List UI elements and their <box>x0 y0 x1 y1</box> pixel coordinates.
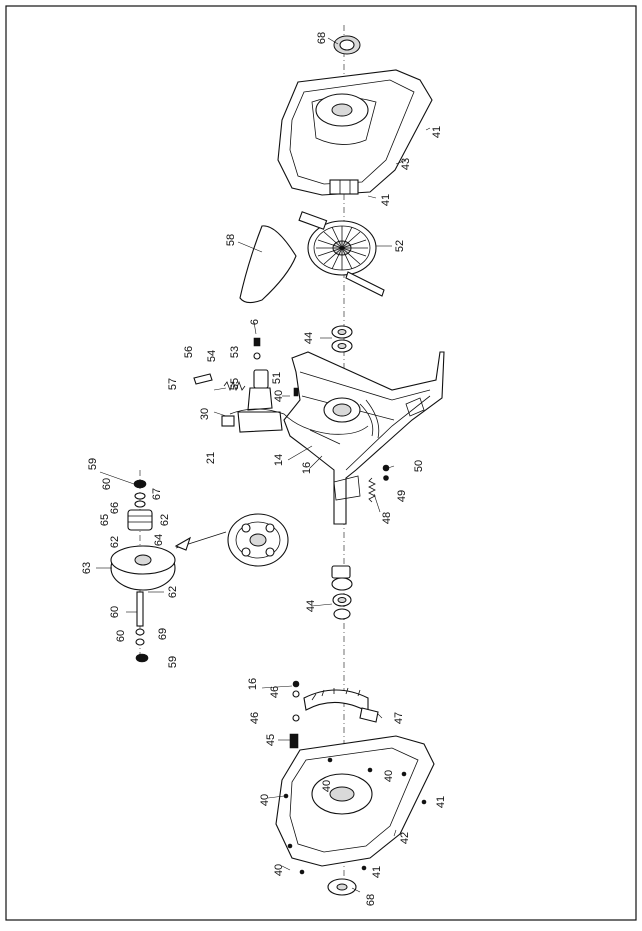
callout-labels: 68 41 43 41 58 52 6 44 53 54 56 55 57 51… <box>81 32 447 906</box>
callout-0: 68 <box>316 32 328 44</box>
callout-4: 58 <box>225 234 237 246</box>
callout-49: 68 <box>365 894 377 906</box>
part-68-bottom-cap <box>327 878 357 896</box>
detail-callout-wheel <box>174 513 289 567</box>
callout-19: 50 <box>413 460 425 472</box>
callout-26: 65 <box>99 514 111 526</box>
callout-5: 52 <box>394 240 406 252</box>
callout-14: 40 <box>273 390 285 402</box>
part-51-screw <box>293 387 299 397</box>
callout-8: 53 <box>229 346 241 358</box>
part-42-left-cover <box>275 735 435 875</box>
part-59-top-nut <box>133 479 147 489</box>
part-60-67-washers <box>134 492 146 508</box>
part-58-belt <box>239 225 297 304</box>
part-63-idler-wheel <box>110 545 176 591</box>
callout-9: 54 <box>206 350 218 362</box>
part-55-spring <box>223 380 246 392</box>
callout-34: 69 <box>157 628 169 640</box>
callout-20: 49 <box>396 490 408 502</box>
part-6-bolt <box>253 337 261 360</box>
callout-32: 60 <box>109 606 121 618</box>
callout-24: 67 <box>151 488 163 500</box>
part-16-46-washers <box>289 680 300 749</box>
callout-12: 57 <box>167 378 179 390</box>
callout-45: 41 <box>435 796 447 808</box>
callout-2: 43 <box>400 158 412 170</box>
part-52-pulley <box>298 211 385 297</box>
callout-11: 55 <box>229 378 241 390</box>
part-21-sensor <box>221 415 235 427</box>
callout-42: 40 <box>383 770 395 782</box>
callout-27: 62 <box>159 514 171 526</box>
callout-33: 60 <box>115 630 127 642</box>
callout-41: 45 <box>265 734 277 746</box>
callout-43: 40 <box>321 780 333 792</box>
part-44-bottom-bearings <box>331 565 353 620</box>
callout-29: 62 <box>109 536 121 548</box>
callout-31: 62 <box>167 586 179 598</box>
callout-30: 63 <box>81 562 93 574</box>
callout-16: 21 <box>205 452 217 464</box>
part-47-magnet-bracket <box>303 687 379 723</box>
page-border <box>5 5 637 921</box>
callout-7: 44 <box>303 332 315 344</box>
part-48-spring <box>368 477 376 503</box>
part-14-main-frame <box>283 351 445 525</box>
callout-38: 46 <box>269 686 281 698</box>
callout-44: 40 <box>259 794 271 806</box>
callout-48: 41 <box>371 866 383 878</box>
callout-13: 51 <box>271 372 283 384</box>
callout-21: 48 <box>381 512 393 524</box>
part-53-tension-roller <box>237 369 283 433</box>
callout-37: 16 <box>247 678 259 690</box>
callout-46: 42 <box>399 832 411 844</box>
callout-18: 16 <box>301 462 313 474</box>
part-68-top-cap <box>333 35 361 55</box>
callout-17: 14 <box>273 454 285 466</box>
callout-10: 56 <box>183 346 195 358</box>
part-65-66-bearing <box>127 509 153 531</box>
callout-1: 41 <box>431 126 443 138</box>
callout-3: 41 <box>380 194 392 206</box>
callout-25: 66 <box>109 502 121 514</box>
part-30-cable <box>229 408 369 435</box>
callout-36: 44 <box>305 600 317 612</box>
part-44-top-bearings <box>331 325 353 353</box>
leader-lines <box>96 37 431 893</box>
callout-28: 64 <box>153 534 165 546</box>
part-57-screw <box>193 373 213 385</box>
part-60-shaft <box>135 591 149 663</box>
callout-22: 59 <box>87 458 99 470</box>
callout-23: 60 <box>101 478 113 490</box>
callout-40: 46 <box>249 712 261 724</box>
part-49-50-bolts <box>382 464 390 481</box>
callout-15: 30 <box>199 408 211 420</box>
callout-6: 6 <box>249 319 261 325</box>
callout-39: 47 <box>393 712 405 724</box>
callout-35: 59 <box>167 656 179 668</box>
callout-47: 40 <box>273 864 285 876</box>
part-43-right-cover <box>277 69 433 196</box>
